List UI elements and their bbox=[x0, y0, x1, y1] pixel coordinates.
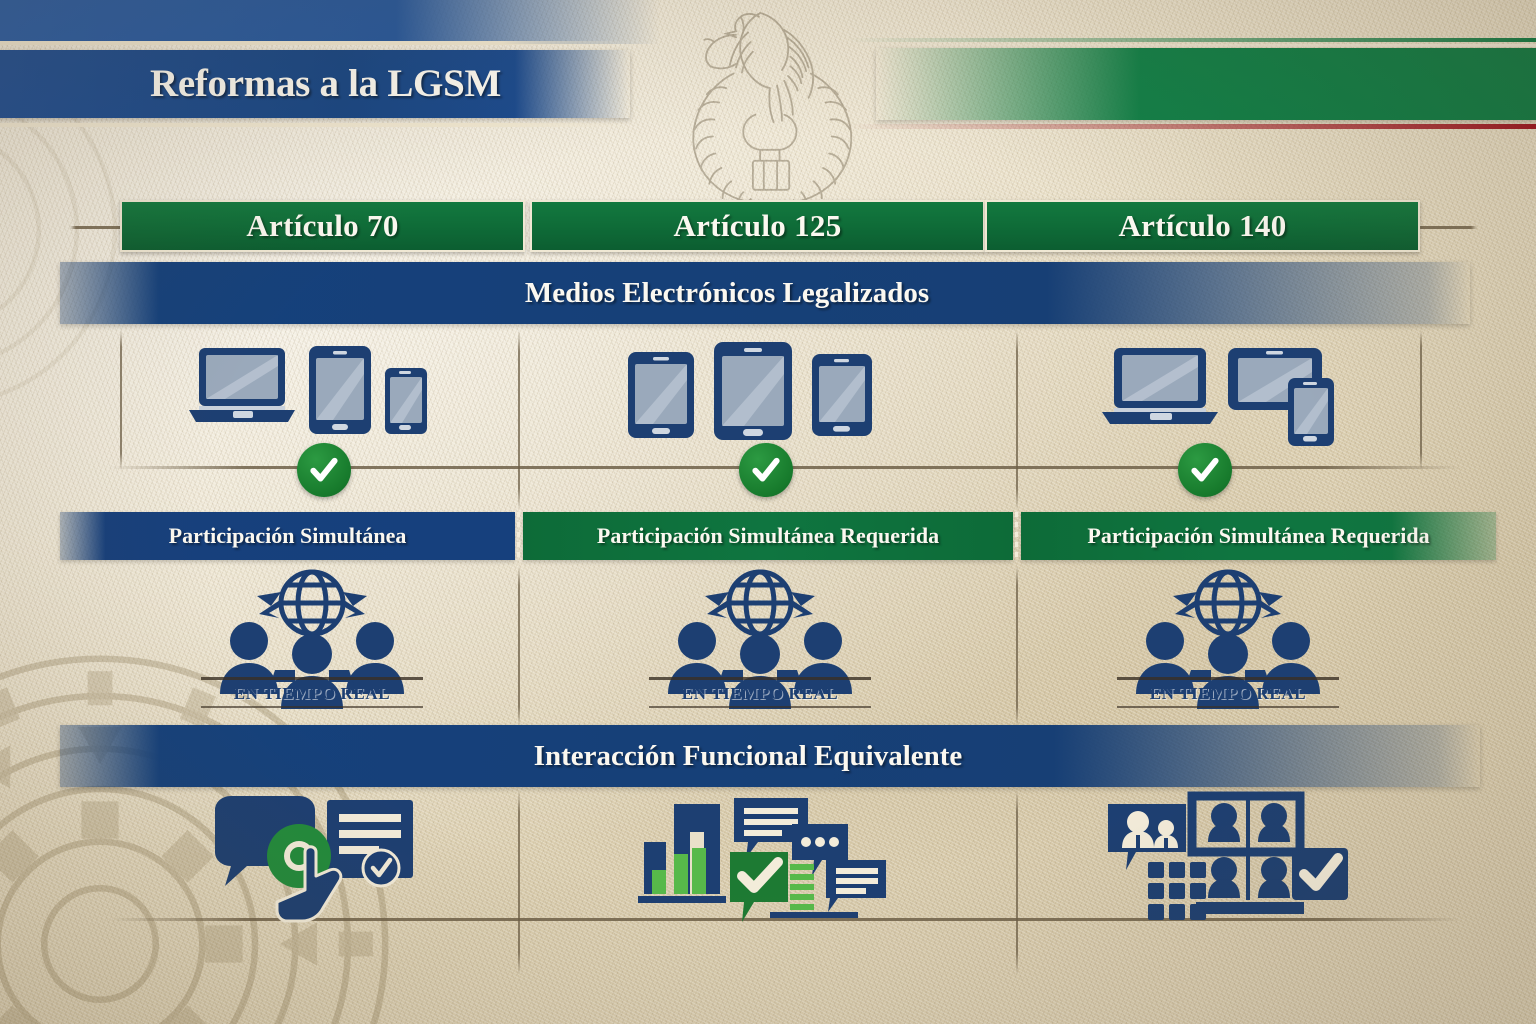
rule-right-art bbox=[1415, 226, 1477, 229]
speech-bubble-two-people-icon bbox=[1108, 804, 1186, 870]
section-band-medios-electronicos: Medios Electrónicos Legalizados bbox=[60, 262, 1470, 324]
tablet-portrait-small-icon bbox=[812, 354, 872, 436]
participation-band-separator-1 bbox=[517, 512, 520, 560]
hand-cursor-icon bbox=[275, 845, 343, 923]
check-glyph bbox=[310, 457, 338, 482]
real-time-label-col-3: EN TIEMPO REAL bbox=[1117, 677, 1339, 708]
person-center-icon bbox=[1197, 634, 1259, 709]
person-center-icon bbox=[281, 634, 343, 709]
device-group-col-3 bbox=[1102, 348, 1334, 446]
green-check-bubble-icon bbox=[730, 852, 788, 922]
green-check-circle-icon-col-2 bbox=[739, 443, 793, 497]
green-ribbon-cream-line bbox=[846, 44, 1536, 47]
green-flag-ribbon bbox=[876, 48, 1536, 120]
check-glyph bbox=[1191, 457, 1219, 482]
column-divider-2-bottom bbox=[1016, 790, 1018, 975]
green-check-circle-icon-col-3 bbox=[1178, 443, 1232, 497]
title-ribbon bbox=[0, 41, 630, 127]
tablet-portrait-large-icon bbox=[714, 342, 792, 440]
left-edge-rule bbox=[120, 330, 122, 470]
device-group-col-1 bbox=[189, 346, 427, 434]
article-header-70[interactable]: Artículo 70 bbox=[120, 200, 525, 252]
laptop-icon bbox=[1102, 348, 1218, 424]
section-band-medios-label: Medios Electrónicos Legalizados bbox=[524, 276, 930, 309]
red-accent-line bbox=[846, 124, 1536, 129]
globe-icon bbox=[1194, 569, 1262, 637]
arrow-right-icon bbox=[341, 592, 367, 618]
participation-band-col-1: Participación Simultánea bbox=[60, 512, 515, 560]
green-check-circle-icon-col-1 bbox=[297, 443, 351, 497]
video-conference-grid-icon bbox=[1187, 791, 1305, 914]
arrow-left-icon bbox=[1173, 592, 1199, 618]
participation-band-col-3-label: Participación Simultánea Requerida bbox=[1087, 523, 1430, 548]
laptop-icon bbox=[189, 348, 295, 422]
bottom-icon-group-col-2 bbox=[638, 798, 886, 922]
tablet-portrait-icon bbox=[309, 346, 371, 434]
participation-band-col-1-label: Participación Simultánea bbox=[168, 523, 407, 548]
real-time-label-col-2: EN TIEMPO REAL bbox=[649, 677, 871, 708]
speech-bubble-ellipsis-icon bbox=[792, 824, 848, 876]
bar-chart-icon bbox=[638, 804, 726, 903]
arrow-right-icon bbox=[789, 592, 815, 618]
bottom-icon-group-col-1 bbox=[215, 796, 413, 923]
participation-band-col-3: Participación Simultánea Requerida bbox=[1021, 512, 1496, 560]
green-ribbon-top-line bbox=[846, 38, 1536, 42]
title-ribbon-upper-stripe bbox=[0, 0, 660, 44]
document-lines-check-icon bbox=[327, 800, 413, 888]
three-people-globe-icon-col-3 bbox=[1136, 569, 1320, 709]
article-header-140-label: Artículo 140 bbox=[1118, 208, 1287, 243]
device-group-col-2 bbox=[628, 342, 872, 440]
page-title: Reformas a la LGSM bbox=[150, 62, 501, 105]
three-people-globe-icon-col-1 bbox=[220, 569, 404, 709]
column-divider-2-mid bbox=[1016, 566, 1018, 726]
column-divider-2-top bbox=[1016, 330, 1018, 510]
rule-left-art bbox=[70, 226, 130, 229]
divider-bottom-row bbox=[110, 918, 1460, 921]
list-lines-icon bbox=[826, 860, 886, 912]
section-band-interaccion-funcional: Interacción Funcional Equivalente bbox=[60, 725, 1480, 787]
article-header-140[interactable]: Artículo 140 bbox=[985, 200, 1420, 252]
mexican-eagle-emblem-icon bbox=[692, 12, 853, 212]
arrow-left-icon bbox=[257, 592, 283, 618]
section-band-interaccion-label: Interacción Funcional Equivalente bbox=[533, 739, 963, 772]
column-divider-1-mid bbox=[518, 566, 520, 726]
tablet-portrait-icon bbox=[628, 352, 694, 438]
article-header-70-label: Artículo 70 bbox=[246, 208, 399, 243]
green-list-lines-icon bbox=[790, 864, 814, 910]
globe-icon bbox=[726, 569, 794, 637]
globe-icon bbox=[278, 569, 346, 637]
speech-bubble-lines-icon bbox=[734, 798, 808, 858]
smartphone-icon bbox=[385, 368, 427, 434]
real-time-label-col-1: EN TIEMPO REAL bbox=[201, 677, 423, 708]
check-glyph bbox=[752, 457, 780, 482]
column-divider-1-bottom bbox=[518, 790, 520, 975]
bottom-icon-group-col-3 bbox=[1108, 791, 1348, 920]
article-header-125-label: Artículo 125 bbox=[673, 208, 842, 243]
participation-band-col-2-label: Participación Simultánea Requerida bbox=[596, 523, 940, 548]
participation-band-separator-2 bbox=[1015, 512, 1018, 560]
right-edge-rule bbox=[1420, 330, 1422, 470]
participation-band-col-2: Participación Simultánea Requerida bbox=[523, 512, 1013, 560]
check-square-icon bbox=[1292, 848, 1348, 900]
article-header-125[interactable]: Artículo 125 bbox=[530, 200, 985, 252]
arrow-right-icon bbox=[1257, 592, 1283, 618]
column-divider-1-top bbox=[518, 330, 520, 510]
arrow-left-icon bbox=[705, 592, 731, 618]
person-center-icon bbox=[729, 634, 791, 709]
baseline-rule bbox=[770, 912, 858, 918]
smartphone-icon bbox=[1288, 378, 1334, 446]
